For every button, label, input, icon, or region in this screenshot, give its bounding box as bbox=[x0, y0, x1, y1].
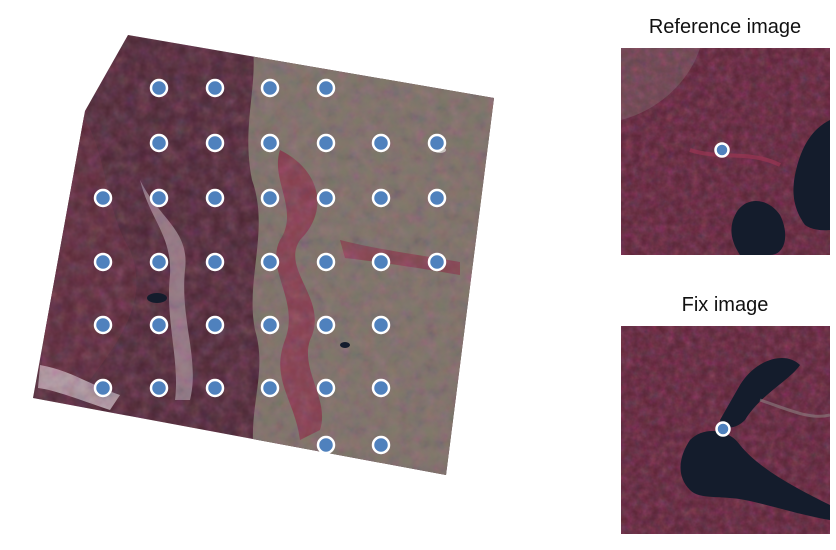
fix-shoreline bbox=[759, 398, 830, 418]
control-point[interactable] bbox=[205, 378, 225, 398]
control-point[interactable] bbox=[316, 315, 336, 335]
control-point[interactable] bbox=[316, 188, 336, 208]
control-point[interactable] bbox=[260, 78, 280, 98]
fix-point[interactable] bbox=[715, 421, 731, 437]
control-point[interactable] bbox=[93, 188, 113, 208]
control-point[interactable] bbox=[205, 252, 225, 272]
control-point[interactable] bbox=[93, 378, 113, 398]
control-point[interactable] bbox=[93, 252, 113, 272]
ref-stream bbox=[689, 148, 781, 167]
control-point[interactable] bbox=[93, 315, 113, 335]
control-point[interactable] bbox=[316, 435, 336, 455]
ref-lake-east bbox=[793, 120, 830, 231]
control-point[interactable] bbox=[371, 435, 391, 455]
control-point[interactable] bbox=[371, 315, 391, 335]
fix-image bbox=[621, 326, 830, 534]
control-point[interactable] bbox=[149, 315, 169, 335]
fix-image-title: Fix image bbox=[681, 294, 769, 316]
control-point[interactable] bbox=[149, 133, 169, 153]
reference-point[interactable] bbox=[714, 142, 730, 158]
control-point[interactable] bbox=[260, 188, 280, 208]
fix-lake-north bbox=[720, 357, 800, 428]
control-point[interactable] bbox=[427, 188, 447, 208]
control-point[interactable] bbox=[316, 252, 336, 272]
control-point[interactable] bbox=[149, 378, 169, 398]
control-point[interactable] bbox=[149, 188, 169, 208]
fix-reservoir bbox=[680, 430, 830, 520]
control-point[interactable] bbox=[427, 133, 447, 153]
reference-image-title: Reference image bbox=[648, 16, 802, 38]
pond bbox=[340, 342, 350, 348]
control-point[interactable] bbox=[260, 133, 280, 153]
control-point[interactable] bbox=[371, 252, 391, 272]
control-point[interactable] bbox=[371, 188, 391, 208]
satellite-scene bbox=[33, 35, 494, 475]
control-point[interactable] bbox=[205, 315, 225, 335]
control-point[interactable] bbox=[371, 378, 391, 398]
control-point[interactable] bbox=[371, 133, 391, 153]
control-point[interactable] bbox=[205, 133, 225, 153]
terrain-texture bbox=[33, 35, 494, 475]
control-point[interactable] bbox=[205, 188, 225, 208]
ref-reservoir bbox=[731, 200, 786, 255]
control-point[interactable] bbox=[260, 252, 280, 272]
control-point[interactable] bbox=[260, 315, 280, 335]
control-point[interactable] bbox=[149, 252, 169, 272]
control-point[interactable] bbox=[427, 252, 447, 272]
control-point[interactable] bbox=[316, 133, 336, 153]
control-point[interactable] bbox=[316, 378, 336, 398]
control-point[interactable] bbox=[260, 378, 280, 398]
control-point[interactable] bbox=[316, 78, 336, 98]
control-point[interactable] bbox=[149, 78, 169, 98]
control-points bbox=[93, 78, 447, 455]
lake bbox=[147, 293, 167, 303]
control-point[interactable] bbox=[205, 78, 225, 98]
